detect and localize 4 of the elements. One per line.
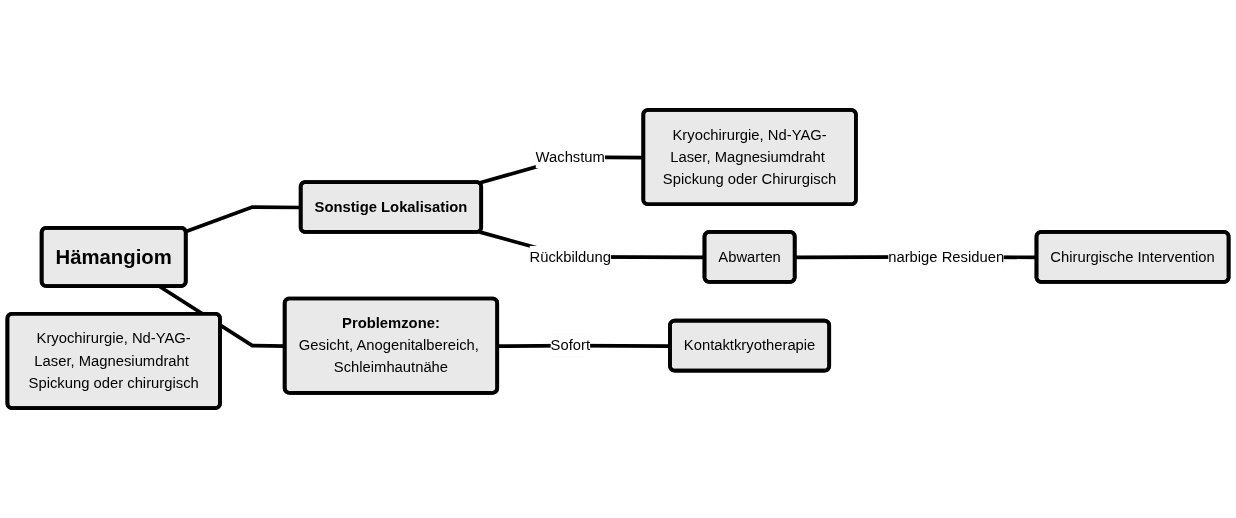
- edge-label: Rückbildung: [529, 248, 611, 265]
- edge-label: narbige Residuen: [888, 248, 1005, 265]
- edge-label: Wachstum: [535, 148, 605, 165]
- edge-label: Sofort: [550, 337, 590, 354]
